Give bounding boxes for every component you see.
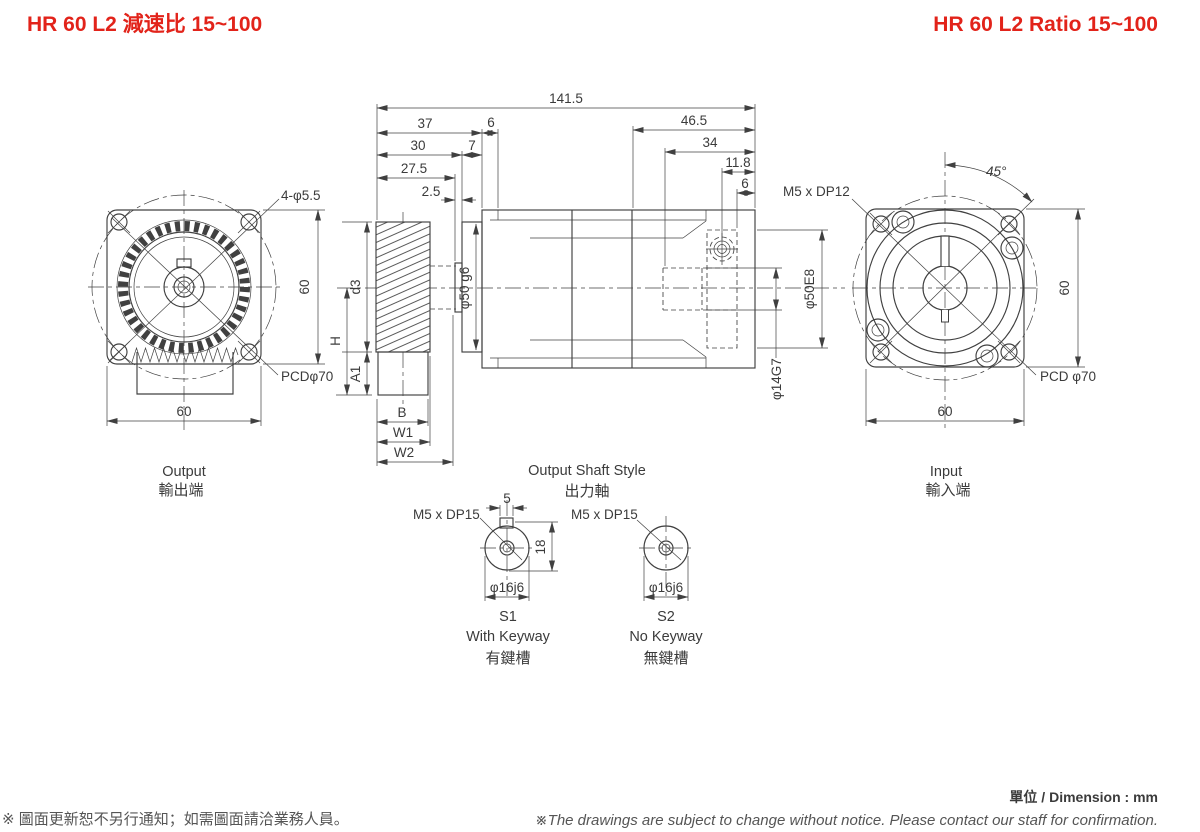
output-label-en: Output	[162, 464, 206, 480]
dim-output-height: 60	[297, 279, 312, 294]
shaft-style-title-zh: 出力軸	[564, 483, 609, 500]
output-gear-ring	[116, 219, 252, 355]
footnote-zh: ※ 圖面更新恕不另行通知；如需圖面請洽業務人員。	[2, 811, 349, 828]
dim-2-5: 2.5	[422, 184, 441, 199]
dim-output-pcd: PCDφ70	[281, 369, 333, 384]
shaft-style-s1: M5 x DP15 5 18 φ16j6 S1 With Keyway 有鍵槽	[413, 491, 558, 667]
dim-34: 34	[702, 135, 718, 150]
output-housing-block	[131, 346, 239, 395]
dim-overall: 141.5	[549, 91, 583, 106]
output-dimensions: 4-φ5.5 PCDφ70 60 60	[106, 188, 333, 426]
footer: 單位 / Dimension : mm ※ 圖面更新恕不另行通知；如需圖面請洽業…	[2, 789, 1158, 829]
output-label-zh: 輸出端	[158, 482, 203, 499]
dim-27-5: 27.5	[401, 161, 427, 176]
unit-label: 單位 / Dimension : mm	[1009, 789, 1158, 805]
dim-37: 37	[417, 116, 432, 131]
dim-input-pcd: PCD φ70	[1040, 369, 1096, 384]
input-bolt-holes	[869, 212, 1021, 364]
input-bore-hidden	[662, 229, 738, 349]
section-dimensions-gear: d3 A1 H B W1 W2	[328, 221, 454, 466]
input-end-view: 45° M5 x DP12 PCD φ70 60 60 Input 輸入端	[783, 152, 1096, 499]
s1-label-en: With Keyway	[466, 629, 551, 645]
s2-label-zh: 無鍵槽	[643, 650, 688, 667]
output-shaft-hub	[163, 258, 205, 308]
dim-11-8: 11.8	[725, 155, 750, 170]
dim-phi50g6: φ50 g6	[457, 267, 472, 310]
input-through-holes	[866, 210, 1024, 368]
gearbox-body	[481, 209, 756, 369]
dim-w1: W1	[393, 425, 413, 440]
dim-s2-tap: M5 x DP15	[571, 507, 638, 522]
footnote-en: ※The drawings are subject to change with…	[535, 812, 1158, 829]
section-view: 141.5 37 6 30 7 27.5 2.5 46.5 34 11.8 6	[328, 91, 845, 500]
section-dimensions-dia: φ50 g6 φ50E8 φ14G7	[457, 223, 828, 400]
dim-input-height: 60	[1057, 280, 1072, 295]
output-end-view: 4-φ5.5 PCDφ70 60 60 Output 輸出端	[88, 188, 333, 499]
input-keyway-notch	[941, 310, 949, 323]
input-keyway-slot	[940, 235, 950, 266]
dim-phi50e8: φ50E8	[802, 269, 817, 309]
gear-hub	[377, 351, 429, 396]
dim-s2-dia: φ16j6	[649, 580, 683, 595]
s1-label-zh: 有鍵槽	[485, 650, 530, 667]
dim-s1-tap: M5 x DP15	[413, 507, 480, 522]
dim-30: 30	[410, 138, 425, 153]
dim-s1-key-width: 5	[503, 491, 511, 506]
dim-output-bolt-holes: 4-φ5.5	[281, 188, 321, 203]
dim-b: B	[397, 405, 406, 420]
dim-6-right: 6	[741, 176, 749, 191]
helical-gear	[375, 221, 431, 353]
dim-46-5: 46.5	[681, 113, 707, 128]
page-title-right: HR 60 L2 Ratio 15~100	[933, 13, 1158, 36]
dim-input-tap: M5 x DP12	[783, 184, 850, 199]
s2-label-en: No Keyway	[629, 629, 703, 645]
dim-w2: W2	[394, 445, 414, 460]
input-label-zh: 輸入端	[925, 482, 970, 499]
dim-h: H	[328, 336, 343, 346]
dim-7: 7	[468, 138, 476, 153]
dim-6-left: 6	[487, 115, 495, 130]
section-dimensions-top: 141.5 37 6 30 7 27.5 2.5 46.5 34 11.8 6	[376, 91, 756, 266]
input-label-en: Input	[930, 464, 962, 480]
shaft-style-s2: M5 x DP15 φ16j6 S2 No Keyway 無鍵槽	[571, 507, 703, 667]
dim-d3: d3	[348, 279, 363, 294]
dim-phi14g7: φ14G7	[769, 358, 784, 400]
page-title-left: HR 60 L2 減速比 15~100	[27, 12, 262, 36]
input-dimensions: 45° M5 x DP12 PCD φ70 60 60	[783, 162, 1096, 426]
s1-code: S1	[499, 609, 517, 625]
dim-s1-key-height: 18	[533, 539, 548, 554]
dim-output-width: 60	[176, 404, 191, 419]
dim-input-angle: 45°	[986, 164, 1007, 179]
dim-s1-dia: φ16j6	[490, 580, 524, 595]
dim-input-width: 60	[937, 404, 952, 419]
output-bolt-holes	[107, 210, 261, 364]
shaft-style-title-en: Output Shaft Style	[528, 463, 646, 479]
s2-code: S2	[657, 609, 675, 625]
dim-a1: A1	[348, 366, 363, 383]
